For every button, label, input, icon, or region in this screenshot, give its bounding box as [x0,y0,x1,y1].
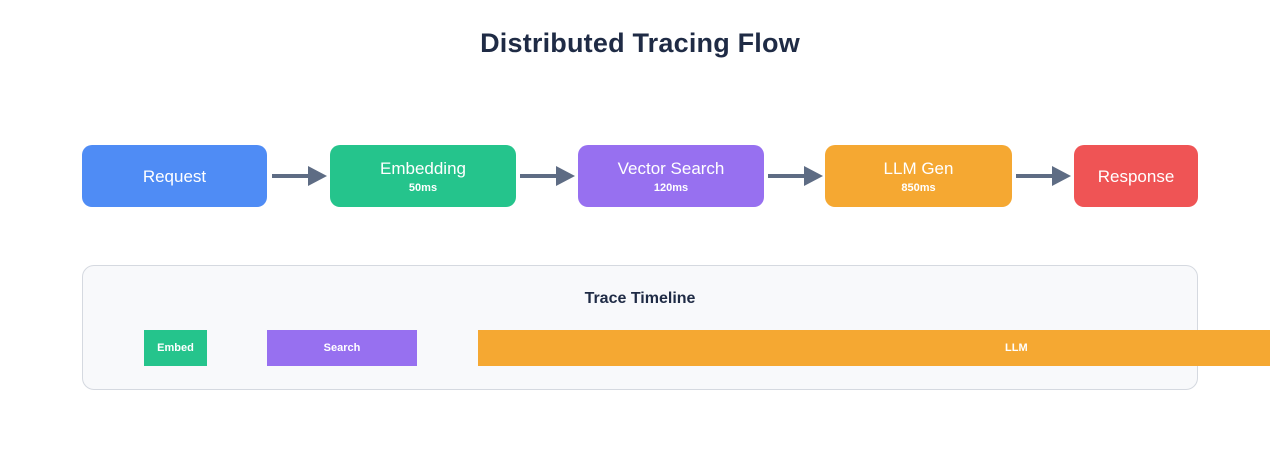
flow-node-duration: 50ms [408,181,438,194]
flow-arrow-icon [272,166,327,186]
trace-timeline-track: Embed Search LLM [82,330,1280,366]
flow-node-duration: 120ms [653,181,689,194]
flow-node-duration: 850ms [901,181,936,194]
flow-arrow-icon [768,166,823,186]
timeline-span-label: Search [323,342,361,354]
flow-node-embedding[interactable]: Embedding 50ms [330,145,516,207]
flow-arrow-icon [520,166,575,186]
arrow-head [556,166,575,186]
flow-node-vector-search[interactable]: Vector Search 120ms [578,145,764,207]
arrow-head [804,166,823,186]
arrow-head [308,166,327,186]
timeline-span-label: Embed [157,342,194,354]
trace-timeline-panel: Trace Timeline [82,265,1198,390]
flow-node-label: Request [142,166,207,186]
arrow-head [1052,166,1071,186]
flow-node-llm-gen[interactable]: LLM Gen 850ms [825,145,1012,207]
timeline-span-search[interactable]: Search [267,330,417,366]
flow-node-label: Response [1097,166,1175,186]
timeline-span-embed[interactable]: Embed [144,330,207,366]
arrow-shaft [520,174,558,178]
arrow-shaft [272,174,310,178]
flow-diagram: Request Embedding 50ms Vector Search 120… [82,145,1198,207]
page-title: Distributed Tracing Flow [480,28,800,58]
flow-arrow-icon [1016,166,1071,186]
trace-timeline-title: Trace Timeline [584,290,696,307]
flow-node-label: Embedding [379,158,466,178]
flow-node-label: Vector Search [617,158,725,178]
flow-node-response[interactable]: Response [1074,145,1198,207]
arrow-shaft [1016,174,1054,178]
arrow-shaft [768,174,806,178]
flow-node-request[interactable]: Request [82,145,267,207]
timeline-span-label: LLM [1005,342,1028,354]
timeline-span-llm[interactable]: LLM [478,330,1270,366]
flow-node-label: LLM Gen [883,158,954,178]
